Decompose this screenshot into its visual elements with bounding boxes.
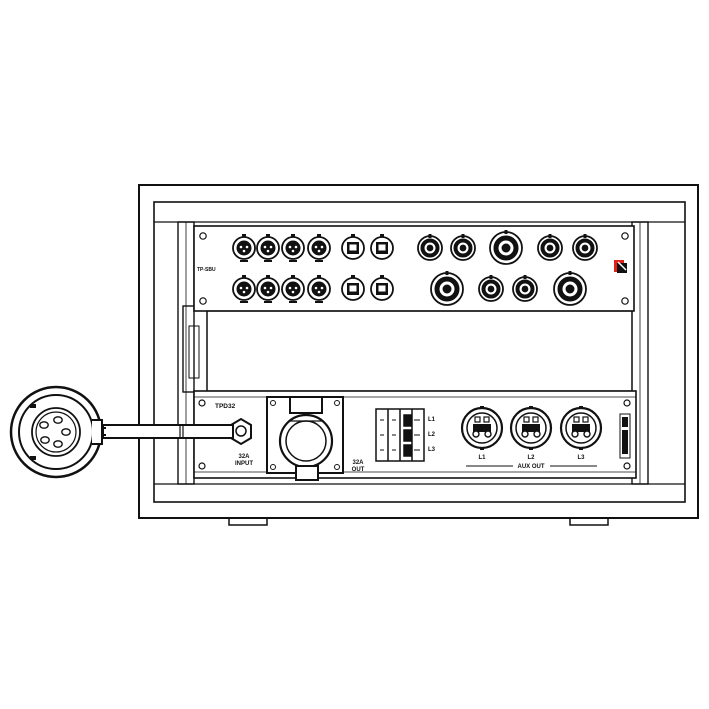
breaker-label-l1: L1 (428, 417, 436, 423)
rack-screw-icon (199, 232, 207, 240)
brand-logo-icon (614, 260, 627, 273)
speakon-connector-icon (512, 275, 538, 302)
speakon-connector-icon (553, 271, 587, 306)
rack-screw-icon (623, 399, 631, 407)
xlr-connector-icon (256, 234, 280, 262)
aux-label-l2: L2 (527, 455, 535, 461)
ethercon-connector-icon (370, 234, 394, 260)
speakon-connector-icon (430, 271, 464, 306)
power-model-label: TPD32 (215, 403, 236, 410)
rack-screw-icon (199, 297, 207, 305)
schuko-socket-icon (509, 406, 553, 450)
upper-model-label: TP-SBU (197, 267, 216, 273)
xlr-connector-icon (232, 275, 256, 303)
brand-logo-icon (619, 413, 631, 459)
rack-screw-icon (621, 232, 629, 240)
aux-label-l1: L1 (478, 455, 486, 461)
case-inner (153, 201, 686, 503)
upper-panel: TP-SBU (193, 225, 635, 312)
rail-handle (182, 305, 208, 393)
ethercon-connector-icon (341, 275, 365, 301)
rack-screw-icon (198, 399, 206, 407)
upper-connectors (232, 230, 598, 306)
blank-panel (206, 310, 633, 392)
xlr-connector-icon (307, 275, 331, 303)
xlr-connector-icon (307, 234, 331, 262)
speakon-connector-icon (537, 234, 563, 261)
cee-32a-socket-icon (266, 396, 344, 481)
breaker-label-l3: L3 (428, 447, 436, 453)
power-cable (100, 424, 234, 439)
rack-screw-icon (623, 462, 631, 470)
speakon-connector-icon (478, 275, 504, 302)
rack-screw-icon (198, 462, 206, 470)
breaker-label-l2: L2 (428, 432, 436, 438)
input-label-line1: 32A (238, 454, 250, 460)
output-label-line1: 32A (352, 460, 364, 466)
rack-screw-icon (621, 297, 629, 305)
input-label-line2: INPUT (235, 461, 253, 467)
speakon-connector-icon (572, 234, 598, 261)
power-panel: TPD32 32A INPUT 32A OUT (193, 390, 637, 481)
cable-gland-icon (230, 417, 252, 446)
schuko-socket-icon (559, 406, 603, 450)
aux-out-label: AUX OUT (518, 464, 545, 470)
case-foot-left (228, 517, 268, 526)
circuit-breaker-icon (375, 408, 425, 462)
xlr-connector-icon (281, 275, 305, 303)
speakon-connector-icon (450, 234, 476, 261)
rack-case (138, 184, 699, 526)
ethercon-connector-icon (370, 275, 394, 301)
speakon-connector-icon (489, 230, 523, 265)
xlr-connector-icon (281, 234, 305, 262)
case-outer (138, 184, 699, 519)
xlr-connector-icon (232, 234, 256, 262)
round-industrial-plug-icon (9, 385, 103, 479)
xlr-connector-icon (256, 275, 280, 303)
speakon-connector-icon (417, 234, 443, 261)
aux-sockets (460, 406, 603, 450)
schuko-socket-icon (460, 406, 504, 450)
output-label-line2: OUT (352, 467, 365, 473)
ethercon-connector-icon (341, 234, 365, 260)
aux-label-l3: L3 (577, 455, 585, 461)
case-foot-right (569, 517, 609, 526)
